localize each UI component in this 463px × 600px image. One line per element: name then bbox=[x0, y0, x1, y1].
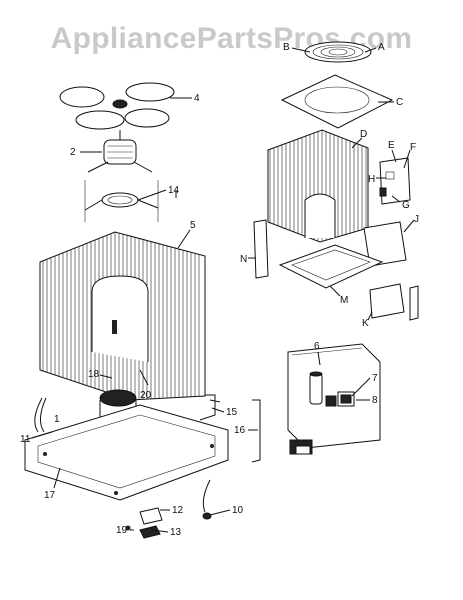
callout-K: K bbox=[362, 318, 369, 329]
leader-lines bbox=[31, 47, 415, 533]
callout-10: 10 bbox=[232, 505, 244, 516]
callout-J: J bbox=[414, 214, 419, 225]
tube-16 bbox=[251, 399, 261, 463]
callout-E: E bbox=[388, 140, 395, 151]
top-panel bbox=[280, 74, 394, 129]
callout-8: 8 bbox=[372, 395, 378, 406]
callout-6: 6 bbox=[314, 341, 320, 352]
callout-11: 11 bbox=[20, 434, 31, 445]
control-box-parts bbox=[363, 157, 419, 321]
callout-16: 16 bbox=[234, 425, 246, 436]
side-coil bbox=[267, 129, 369, 243]
fan-blade bbox=[59, 82, 175, 130]
relay bbox=[325, 395, 337, 407]
tubing-11 bbox=[34, 397, 47, 433]
bracket-12 bbox=[139, 507, 163, 525]
callout-12: 12 bbox=[172, 505, 184, 516]
callout-7: 7 bbox=[372, 373, 378, 384]
callout-13: 13 bbox=[170, 527, 182, 538]
callout-19: 19 bbox=[116, 525, 128, 536]
callout-4: 4 bbox=[194, 93, 200, 104]
base-m bbox=[278, 244, 384, 289]
callout-C: C bbox=[396, 97, 403, 108]
base-pan bbox=[24, 404, 229, 501]
callout-18: 18 bbox=[88, 369, 100, 380]
callout-B: B bbox=[283, 42, 290, 53]
callout-G: G bbox=[402, 200, 410, 211]
callout-5: 5 bbox=[190, 220, 196, 231]
callout-17: 17 bbox=[44, 490, 56, 501]
screw-19 bbox=[125, 525, 131, 531]
callout-14: 14 bbox=[168, 185, 180, 196]
callout-M: M bbox=[340, 295, 348, 306]
callout-20: 20 bbox=[140, 390, 152, 401]
callout-H: H bbox=[368, 174, 375, 185]
callout-A: A bbox=[378, 42, 385, 53]
outdoor-coil bbox=[39, 231, 206, 401]
callout-D: D bbox=[360, 129, 367, 140]
callout-2: 2 bbox=[70, 147, 76, 158]
motor-mount bbox=[84, 180, 159, 222]
capacitor bbox=[309, 371, 323, 405]
callout-1: 1 bbox=[54, 414, 60, 425]
thermostat-10 bbox=[202, 479, 212, 520]
bracket-13 bbox=[139, 525, 161, 539]
contactor bbox=[337, 391, 355, 407]
panel-n bbox=[253, 219, 269, 279]
callout-15: 15 bbox=[226, 407, 238, 418]
fan-guard bbox=[304, 41, 372, 63]
terminal-block bbox=[289, 439, 313, 455]
callout-N: N bbox=[240, 254, 247, 265]
tubing-15 bbox=[199, 394, 221, 421]
callout-F: F bbox=[410, 142, 416, 153]
fan-motor bbox=[87, 130, 153, 173]
